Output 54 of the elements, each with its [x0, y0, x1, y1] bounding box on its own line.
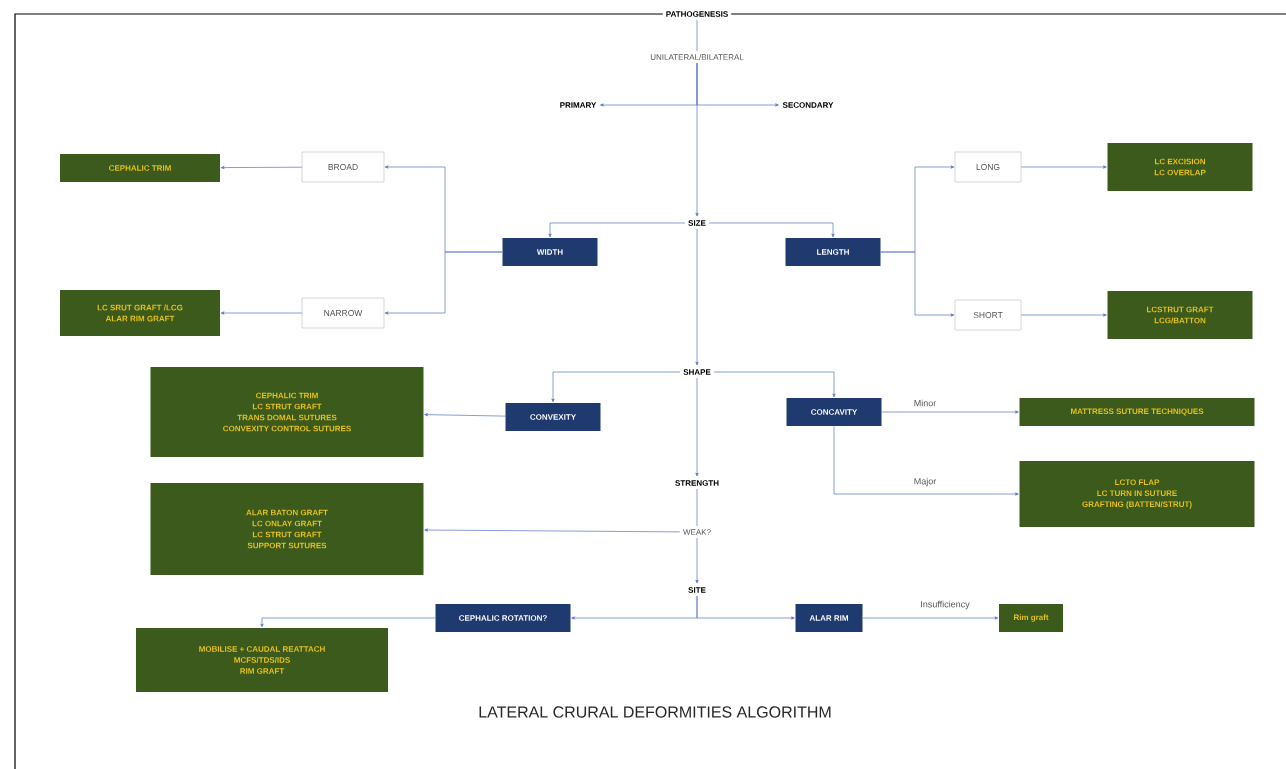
category-box: WIDTH — [502, 238, 598, 266]
treatment-box: CEPHALIC TRIM — [60, 154, 220, 182]
step-label: STRENGTH — [672, 477, 722, 489]
question-label: UNILATERAL/BILATERAL — [647, 51, 747, 63]
arrow — [881, 410, 1019, 414]
treatment-box: LCSTRUT GRAFT LCG/BATTON — [1107, 291, 1253, 339]
arrow — [551, 371, 681, 403]
step-label: SHAPE — [680, 366, 714, 378]
option-box: NARROW — [301, 297, 385, 329]
arrow — [260, 617, 436, 628]
treatment-box: CEPHALIC TRIM LC STRUT GRAFT TRANS DOMAL SUTURES CONVEXITY CONTROL SUTURES — [150, 367, 424, 457]
arrow — [384, 251, 503, 315]
arrow — [862, 616, 999, 620]
arrow — [1020, 165, 1107, 169]
treatment-box: LCTO FLAP LC TURN IN SUTURE GRAFTING (BATTEN/STRUT) — [1019, 461, 1255, 527]
category-box: CONCAVITY — [786, 398, 882, 426]
caption: LATERAL CRURAL DEFORMITIES ALGORITHM — [479, 706, 831, 718]
treatment-box: MOBILISE + CAUDAL REATTACH MCFS/TDS/IDS RIM GRAFT — [136, 628, 388, 692]
arrow — [695, 228, 699, 366]
arrow — [424, 528, 681, 533]
treatment-box: MATTRESS SUTURE TECHNIQUES — [1019, 398, 1255, 426]
edge-label: Insufficiency — [919, 599, 971, 611]
arrow — [695, 62, 699, 217]
step-label: SITE — [685, 584, 709, 596]
edge-label: Minor — [912, 398, 938, 408]
arrow — [708, 222, 835, 238]
step-label: PATHOGENESIS — [662, 8, 732, 20]
arrow — [696, 595, 795, 620]
option-box: LONG — [954, 151, 1022, 183]
step-label: PRIMARY — [556, 99, 600, 111]
treatment-box: ALAR BATON GRAFT LC ONLAY GRAFT LC STRUT GRAFT SUPPORT SUTURES — [150, 483, 424, 575]
arrow — [695, 537, 699, 584]
arrow — [695, 377, 699, 477]
category-box: LENGTH — [785, 238, 881, 266]
arrow — [833, 425, 1019, 496]
option-box: BROAD — [301, 151, 385, 183]
arrow — [220, 311, 303, 315]
arrow — [880, 251, 955, 317]
category-box: CONVEXITY — [505, 403, 601, 431]
option-box: SHORT — [954, 299, 1022, 331]
arrow — [713, 371, 836, 398]
edge-label: Major — [912, 476, 938, 488]
treatment-box: Rim graft — [999, 604, 1063, 632]
treatment-box: LC EXCISION LC OVERLAP — [1107, 143, 1253, 191]
step-label: SECONDARY — [779, 99, 837, 111]
arrow — [548, 222, 686, 238]
category-box: ALAR RIM — [795, 604, 863, 632]
step-label: SIZE — [685, 217, 709, 229]
question-label: WEAK? — [680, 526, 714, 538]
arrow — [424, 413, 506, 417]
arrow — [1020, 313, 1107, 317]
arrow — [220, 166, 303, 170]
category-box: CEPHALIC ROTATION? — [435, 604, 571, 632]
treatment-box: LC SRUT GRAFT /LCG ALAR RIM GRAFT — [60, 290, 220, 336]
